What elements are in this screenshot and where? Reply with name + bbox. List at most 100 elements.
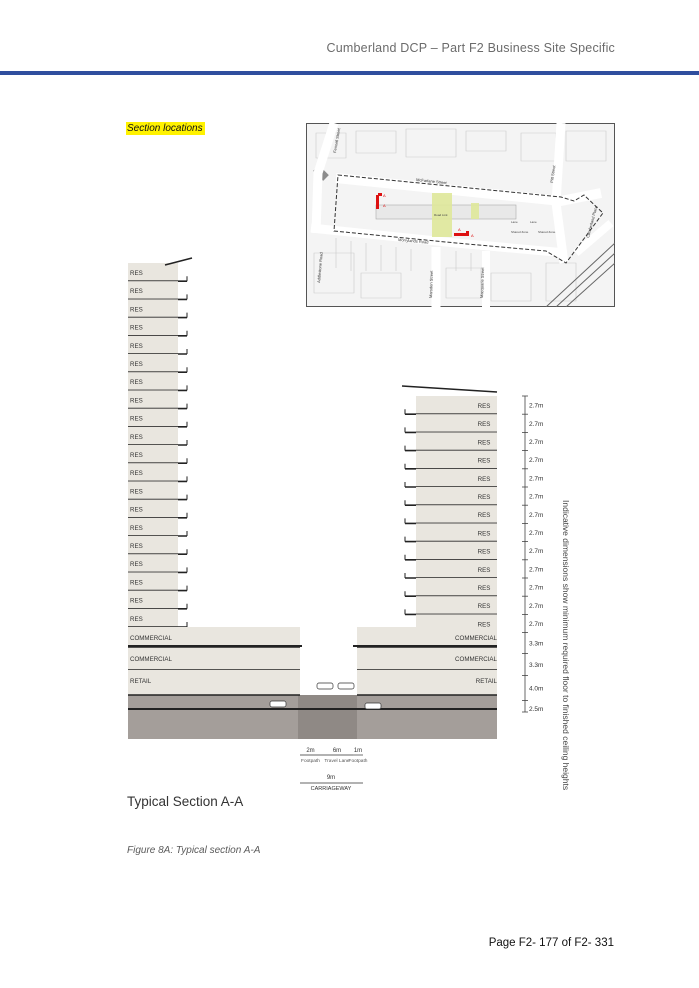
left-tower-floor — [128, 517, 178, 536]
right-tower-floor — [416, 487, 497, 506]
floor-label: RES — [478, 458, 491, 465]
floor-label: RETAIL — [130, 678, 152, 685]
height-label: 2.7m — [529, 548, 543, 555]
right-tower-floor — [416, 578, 497, 597]
floor-label: RETAIL — [476, 678, 498, 685]
floor-label: RES — [478, 439, 491, 446]
floor-label: RES — [130, 452, 143, 459]
left-podium-floor — [128, 627, 300, 648]
car-icon — [316, 682, 334, 690]
floor-label: RES — [130, 579, 143, 586]
page-header: Cumberland DCP – Part F2 Business Site S… — [0, 0, 699, 78]
height-label: 2.7m — [529, 421, 543, 428]
map-small-label: Shared Zone — [538, 230, 556, 234]
car-icon — [337, 682, 355, 690]
floor-label: COMMERCIAL — [455, 635, 497, 642]
map-label-pitt: Pitt Street — [549, 164, 557, 183]
height-label: 2.7m — [529, 585, 543, 592]
floor-label: RES — [478, 403, 491, 410]
right-tower-floor — [416, 396, 497, 415]
dimension-label: Footpath — [301, 758, 320, 764]
right-tower-floor — [416, 523, 497, 542]
floor-label: RES — [130, 470, 143, 477]
left-tower-floor — [128, 426, 178, 445]
left-tower-floor — [128, 463, 178, 482]
car-icon — [364, 702, 382, 710]
right-podium-floor — [357, 627, 497, 648]
floor-label: RES — [478, 530, 491, 537]
map-small-label: Lane — [530, 220, 537, 224]
height-label: 2.5m — [529, 706, 543, 713]
map-marker: A — [383, 203, 386, 208]
map-label-mcfarlane: McFarlane Street — [416, 177, 448, 185]
left-tower-floor — [128, 572, 178, 591]
floor-label: RES — [478, 603, 491, 610]
right-tower-floor — [416, 541, 497, 560]
left-tower-floor — [128, 335, 178, 354]
height-label: 2.7m — [529, 621, 543, 628]
left-tower-floor — [128, 608, 178, 627]
right-tower-floor — [416, 559, 497, 578]
floor-label: COMMERCIAL — [130, 656, 172, 663]
floor-label: RES — [478, 512, 491, 519]
floor-label: RES — [130, 288, 143, 295]
floor-label: RES — [130, 434, 143, 441]
typical-section-drawing: RES RES RES RES RES RES RES RES RES RES RES RES RES R… — [127, 257, 571, 809]
left-tower-floor — [128, 372, 178, 391]
section-locations-label: Section locations — [126, 122, 205, 135]
dimension-value: 9m — [327, 775, 335, 781]
basement-left — [128, 695, 298, 739]
basement-right — [357, 695, 497, 739]
left-tower-floor — [128, 390, 178, 409]
height-label: 4.0m — [529, 686, 543, 693]
left-podium-floor — [128, 648, 300, 670]
floor-label: RES — [130, 507, 143, 514]
map-small-label: Shared Zone — [511, 230, 529, 234]
floor-label: COMMERCIAL — [455, 656, 497, 663]
dimension-label: Travel Lane — [324, 758, 349, 764]
right-tower-floor — [416, 468, 497, 487]
left-tower-floor — [128, 554, 178, 573]
right-tower-floor — [416, 596, 497, 615]
right-tower-floor — [416, 505, 497, 524]
map-small-label: Lane — [511, 220, 518, 224]
section-title: Typical Section A-A — [127, 794, 243, 809]
floor-label: RES — [478, 567, 491, 574]
car-icon — [269, 700, 287, 708]
page-number: Page F2- 177 of F2- 331 — [488, 937, 614, 949]
map-marker: A — [458, 227, 461, 232]
floor-label: RES — [130, 561, 143, 568]
left-tower-floor — [128, 481, 178, 500]
floor-label: COMMERCIAL — [130, 635, 172, 642]
map-label-addlestone: Addlestone Road — [316, 252, 324, 283]
floor-label: RES — [130, 488, 143, 495]
road-cut — [298, 695, 357, 739]
left-tower-floor — [128, 499, 178, 518]
dimension-value: 2m — [306, 748, 314, 754]
floor-label: RES — [130, 397, 143, 404]
section-location-map: McFarlane Street Morrylands Road Fennell… — [306, 123, 615, 307]
floor-label: RES — [478, 549, 491, 556]
left-tower-floor — [128, 317, 178, 336]
height-label: 2.7m — [529, 439, 543, 446]
floor-label: RES — [478, 585, 491, 592]
floor-label: RES — [130, 325, 143, 332]
map-marker: A — [383, 193, 386, 198]
floor-label: RES — [130, 270, 143, 277]
floor-label: RES — [130, 616, 143, 623]
floor-label: RES — [478, 421, 491, 428]
map-small-label: Road Link — [434, 213, 448, 217]
dimension-side-note: Indicative dimensions show minimum requi… — [561, 500, 571, 790]
figure-caption: Figure 8A: Typical section A-A — [127, 845, 261, 856]
map-label-macquarie: Macquarie Street — [479, 267, 485, 299]
left-roof — [164, 257, 193, 266]
height-label: 2.7m — [529, 603, 543, 610]
right-tower-floor — [416, 450, 497, 469]
floor-label: RES — [130, 306, 143, 313]
dimension-label: Footpath — [349, 758, 368, 764]
map-label-morrylands: Morrylands Road — [398, 237, 429, 245]
floor-label: RES — [130, 343, 143, 350]
right-roof — [401, 385, 498, 393]
header-title: Cumberland DCP – Part F2 Business Site S… — [326, 41, 615, 55]
height-label: 2.7m — [529, 494, 543, 501]
